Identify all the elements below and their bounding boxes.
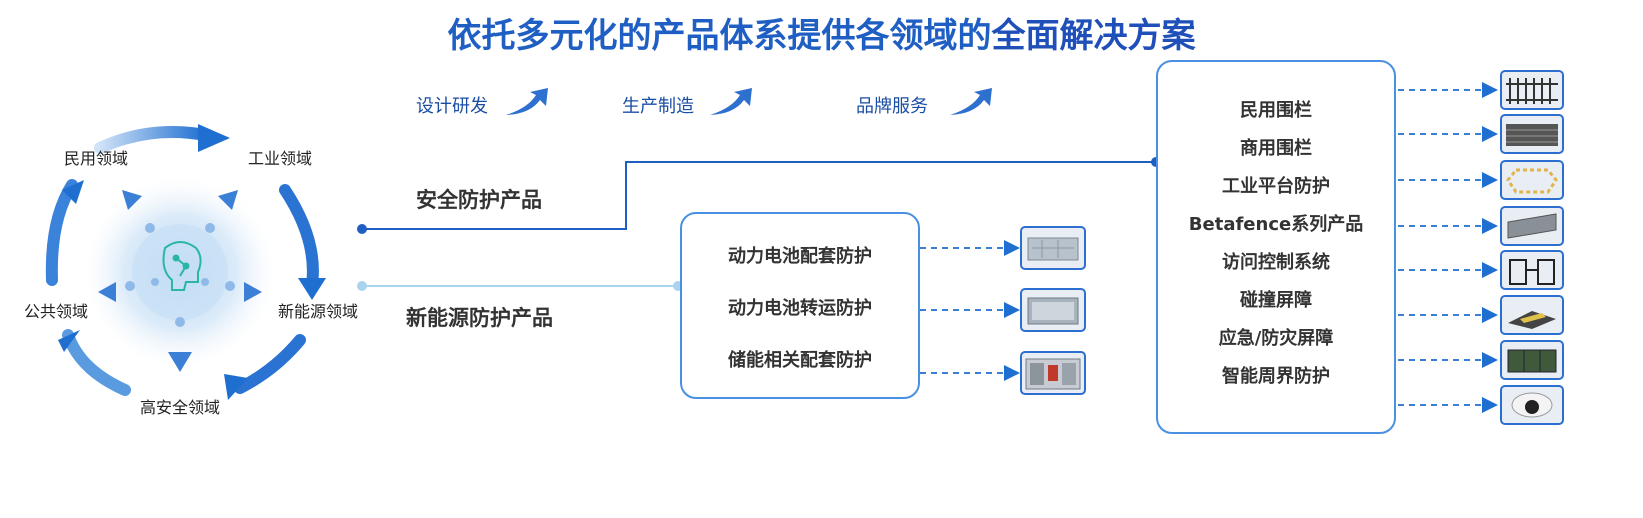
crash-barrier-image bbox=[1500, 295, 1564, 335]
security-item: 智能周界防护 bbox=[1222, 366, 1330, 387]
new-energy-item: 动力电池转运防护 bbox=[728, 298, 872, 319]
page-title: 依托多元化的产品体系提供各领域的全面解决方案 bbox=[0, 8, 1643, 56]
flood-barrier-image bbox=[1500, 340, 1564, 380]
domain-label-high-security: 高安全领域 bbox=[140, 398, 221, 417]
energy-storage-cabinet-image bbox=[1020, 351, 1086, 395]
domain-label-new-energy: 新能源领域 bbox=[278, 302, 359, 321]
stage-label-design: 设计研发 bbox=[416, 96, 488, 117]
product-label-new-energy: 新能源防护产品 bbox=[406, 306, 553, 330]
battery-tray-image bbox=[1020, 226, 1086, 270]
ai-brain-icon bbox=[162, 241, 202, 291]
stage-label-production: 生产制造 bbox=[622, 96, 694, 117]
industrial-platform-image bbox=[1500, 160, 1564, 200]
security-item: 商用围栏 bbox=[1240, 138, 1312, 159]
product-label-security: 安全防护产品 bbox=[416, 188, 542, 212]
security-camera-image bbox=[1500, 385, 1564, 425]
cycle-arrowheads bbox=[58, 124, 326, 400]
new-energy-connector bbox=[357, 281, 683, 291]
fence-panel-image bbox=[1500, 206, 1564, 246]
hub-dots bbox=[125, 223, 235, 327]
domain-label-civil: 民用领域 bbox=[64, 149, 129, 168]
domain-label-industrial: 工业领域 bbox=[248, 149, 313, 168]
security-product-box: 民用围栏 商用围栏 工业平台防护 Betafence系列产品 访问控制系统 碰撞… bbox=[1156, 60, 1396, 434]
battery-transport-box-image bbox=[1020, 288, 1086, 332]
commercial-fence-image bbox=[1500, 114, 1564, 154]
title-main: 依托多元化的产品体系提供各领域的 bbox=[447, 16, 992, 56]
security-item: Betafence系列产品 bbox=[1188, 214, 1364, 235]
security-item: 工业平台防护 bbox=[1222, 176, 1330, 197]
new-energy-dashes bbox=[920, 240, 1020, 381]
new-energy-product-box: 动力电池配套防护 动力电池转运防护 储能相关配套防护 bbox=[680, 212, 920, 399]
domain-label-public: 公共领域 bbox=[24, 302, 89, 321]
residential-fence-image bbox=[1500, 70, 1564, 110]
stage-arrows bbox=[506, 88, 992, 115]
security-dashes bbox=[1398, 82, 1498, 413]
hub-core bbox=[132, 224, 228, 320]
stage-label-brand: 品牌服务 bbox=[856, 96, 928, 117]
new-energy-item: 动力电池配套防护 bbox=[728, 246, 872, 267]
title-accent: 全面解决方案 bbox=[991, 16, 1196, 56]
security-item: 民用围栏 bbox=[1240, 100, 1312, 121]
security-item: 访问控制系统 bbox=[1222, 252, 1330, 273]
new-energy-item: 储能相关配套防护 bbox=[728, 350, 872, 371]
security-item: 应急/防灾屏障 bbox=[1218, 328, 1334, 349]
hub-arrows bbox=[98, 190, 262, 372]
security-item: 碰撞屏障 bbox=[1240, 290, 1312, 311]
access-gate-image bbox=[1500, 250, 1564, 290]
